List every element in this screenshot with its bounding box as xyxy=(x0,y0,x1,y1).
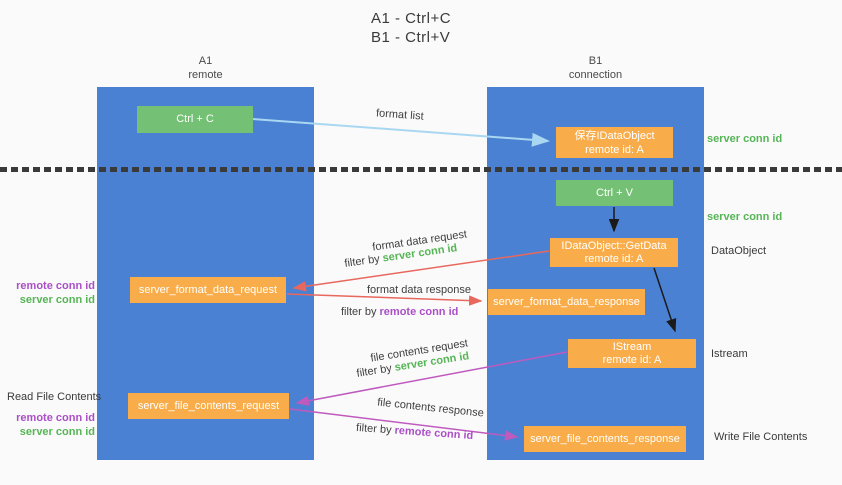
label-format-data-response: format data response xyxy=(367,284,471,296)
label-server-conn-id-save: server conn id xyxy=(707,133,783,145)
diagram-title: A1 - Ctrl+C B1 - Ctrl+V xyxy=(371,9,451,47)
node-file-req-label: server_file_contents_request xyxy=(137,399,280,412)
node-server-format-data-response: server_format_data_response xyxy=(488,289,645,315)
node-save-line2: remote id: A xyxy=(585,143,644,156)
filter-prefix: filter by xyxy=(341,306,380,318)
filter-prefix: filter by xyxy=(343,252,384,270)
node-idataobject-getdata: IDataObject::GetData remote id: A xyxy=(550,238,678,267)
node-fmt-resp-label: server_format_data_response xyxy=(493,295,640,308)
node-server-file-contents-response: server_file_contents_response xyxy=(524,426,686,452)
label-server-conn-id-ctrlv: server conn id xyxy=(707,211,783,223)
column-a1-role: remote xyxy=(188,69,223,81)
label-filter-by-remote-conn-id-1: filter by remote conn id xyxy=(341,306,458,318)
label-pair-format-conn-ids: remote conn id server conn id xyxy=(0,279,95,307)
node-ctrl-c-label: Ctrl + C xyxy=(176,113,214,125)
column-header-a1: A1 remote xyxy=(97,54,314,82)
label-remote-conn-id-file: remote conn id xyxy=(16,412,95,424)
filter-prefix: filter by xyxy=(355,361,396,380)
label-pair-file-conn-ids: remote conn id server conn id xyxy=(0,411,95,439)
node-save-line1: 保存IDataObject xyxy=(574,129,655,142)
node-save-idataobject: 保存IDataObject remote id: A xyxy=(556,127,673,158)
remote-conn-id-text: remote conn id xyxy=(394,424,474,443)
column-a1-id: A1 xyxy=(198,55,213,67)
label-format-list: format list xyxy=(375,107,425,123)
label-read-file-contents: Read File Contents xyxy=(7,391,102,403)
column-b1-id: B1 xyxy=(588,55,603,67)
node-file-resp-label: server_file_contents_response xyxy=(530,432,680,445)
title-line-1: A1 - Ctrl+C xyxy=(371,10,452,27)
node-fmt-req-label: server_format_data_request xyxy=(138,283,278,296)
column-header-b1: B1 connection xyxy=(487,54,704,82)
label-write-file-contents: Write File Contents xyxy=(714,431,808,443)
label-istream: Istream xyxy=(711,348,748,360)
label-remote-conn-id-format: remote conn id xyxy=(16,280,95,292)
remote-conn-id-text: remote conn id xyxy=(379,306,459,318)
node-server-format-data-request: server_format_data_request xyxy=(130,277,286,303)
label-server-conn-id-format: server conn id xyxy=(19,294,95,306)
node-ctrl-c: Ctrl + C xyxy=(137,106,253,133)
node-getdata-line2: remote id: A xyxy=(584,252,644,265)
title-line-2: B1 - Ctrl+V xyxy=(371,29,451,46)
node-istream-line1: IStream xyxy=(612,340,652,353)
label-file-contents-response: file contents response xyxy=(376,396,485,420)
node-server-file-contents-request: server_file_contents_request xyxy=(128,393,289,419)
node-istream: IStream remote id: A xyxy=(568,339,696,368)
node-getdata-line1: IDataObject::GetData xyxy=(561,239,667,252)
label-server-conn-id-file: server conn id xyxy=(19,426,95,438)
node-istream-line2: remote id: A xyxy=(602,353,662,366)
filter-prefix: filter by xyxy=(355,421,395,437)
machine-boundary-dotted-line xyxy=(0,167,842,172)
node-ctrl-v: Ctrl + V xyxy=(556,180,673,206)
node-ctrl-v-label: Ctrl + V xyxy=(596,186,633,199)
column-b1-role: connection xyxy=(568,69,623,81)
label-filter-by-remote-conn-id-2: filter by remote conn id xyxy=(356,422,474,442)
label-dataobject: DataObject xyxy=(711,245,767,257)
